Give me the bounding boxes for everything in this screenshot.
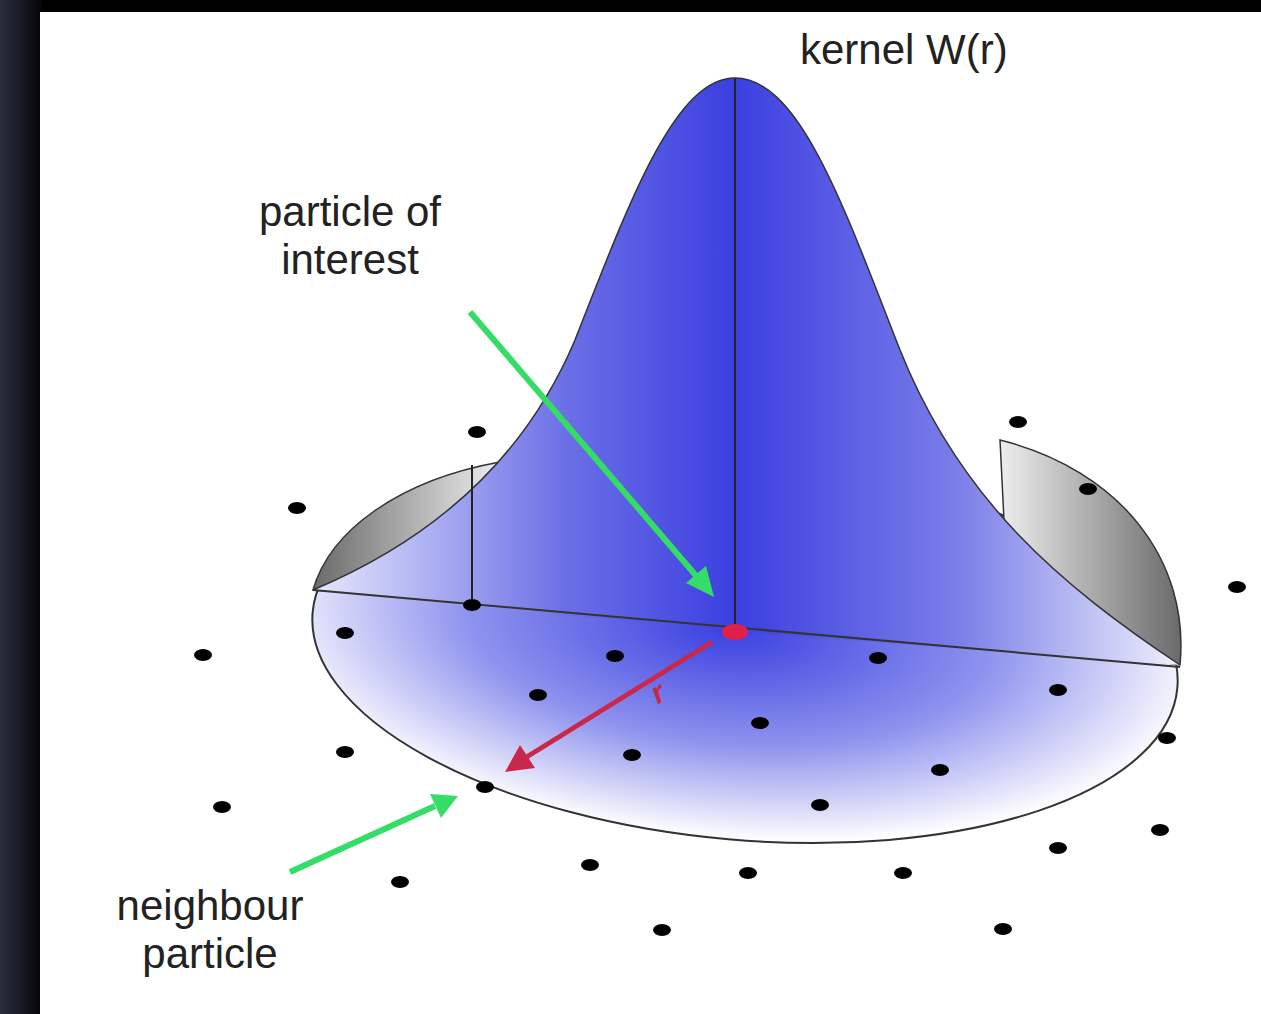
kernel-label: kernel W(r) — [800, 26, 1008, 74]
particle-of-interest-label: particle of interest — [215, 188, 485, 285]
neighbour-particle-label: neighbour particle — [70, 882, 350, 979]
